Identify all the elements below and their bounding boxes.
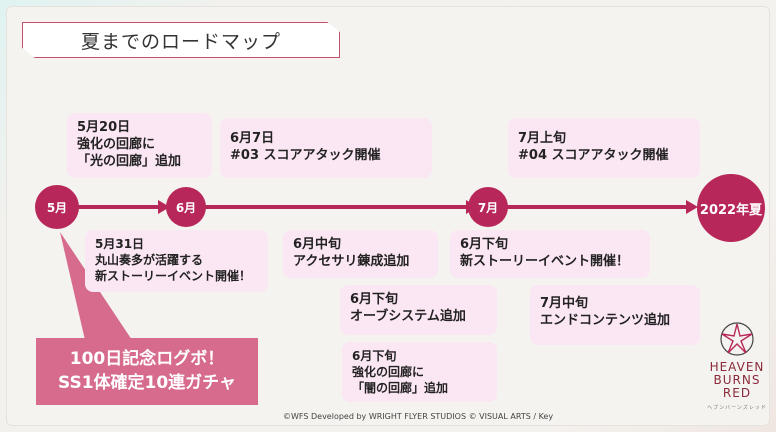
timeline-line	[204, 205, 470, 209]
event-date: 7月上旬	[518, 131, 567, 146]
event-text: オーブシステム追加	[350, 309, 466, 324]
event-text: #04 スコアアタック開催	[518, 148, 669, 163]
event-date: 6月下旬	[350, 292, 399, 307]
event-jun-late-dark: 6月下旬 強化の回廊に 「闇の回廊」追加	[342, 342, 497, 402]
game-logo: HEAVEN BURNS RED ヘブンバーンズレッド	[703, 320, 771, 415]
event-date: 6月7日	[230, 131, 275, 146]
login-bonus-callout: 100日記念ログボ！ SS1体確定10連ガチャ	[36, 338, 258, 405]
event-jun-mid: 6月中旬 アクセサリ錬成追加	[283, 230, 438, 278]
logo-subtext: ヘブンバーンズレッド	[707, 405, 767, 411]
milestone-may: 5月	[35, 185, 79, 229]
event-date: 5月20日	[77, 120, 131, 135]
event-text: 新ストーリーイベント開催！	[95, 269, 252, 283]
event-text: 「闇の回廊」追加	[352, 381, 449, 395]
event-text: #03 スコアアタック開催	[230, 148, 381, 163]
event-date: 6月下旬	[460, 237, 509, 252]
event-text: アクセサリ錬成追加	[293, 254, 410, 269]
milestone-summer-2022: 2022年夏	[697, 174, 765, 242]
event-date: 7月中旬	[540, 296, 589, 311]
callout-text: SS1体確定10連ガチャ	[57, 373, 237, 393]
flower-emblem-icon	[720, 322, 754, 356]
event-text: エンドコンテンツ追加	[540, 313, 671, 328]
event-jun-late-orb: 6月下旬 オーブシステム追加	[340, 285, 497, 335]
copyright-footer: ©WFS Developed by WRIGHT FLYER STUDIOS ©…	[283, 412, 554, 421]
event-may20: 5月20日 強化の回廊に 「光の回廊」追加	[67, 113, 212, 178]
event-may31: 5月31日 丸山奏多が活躍する 新ストーリーイベント開催！	[85, 230, 268, 292]
event-jun7: 6月7日 #03 スコアアタック開催	[220, 118, 432, 178]
page-title: 夏までのロードマップ	[22, 22, 340, 58]
logo-text: HEAVEN	[709, 360, 765, 374]
event-text: 「光の回廊」追加	[77, 154, 182, 169]
event-jul-mid: 7月中旬 エンドコンテンツ追加	[530, 285, 700, 345]
event-text: 丸山奏多が活躍する	[95, 253, 204, 267]
event-date: 6月下旬	[352, 349, 397, 363]
timeline-line	[77, 205, 162, 209]
event-date: 5月31日	[95, 237, 145, 251]
timeline-line	[506, 205, 688, 209]
callout-text: 100日記念ログボ！	[69, 349, 225, 369]
milestone-july: 7月	[468, 187, 508, 227]
event-text: 新ストーリーイベント開催！	[460, 254, 630, 269]
event-text: 強化の回廊に	[77, 137, 156, 152]
arrow-icon	[686, 200, 698, 214]
event-jul-early: 7月上旬 #04 スコアアタック開催	[508, 118, 700, 178]
event-text: 強化の回廊に	[352, 365, 425, 379]
event-jun-late-story: 6月下旬 新ストーリーイベント開催！	[450, 230, 650, 278]
milestone-june: 6月	[166, 187, 206, 227]
logo-text: RED	[722, 386, 752, 400]
event-date: 6月中旬	[293, 237, 342, 252]
logo-text: BURNS	[713, 373, 761, 387]
